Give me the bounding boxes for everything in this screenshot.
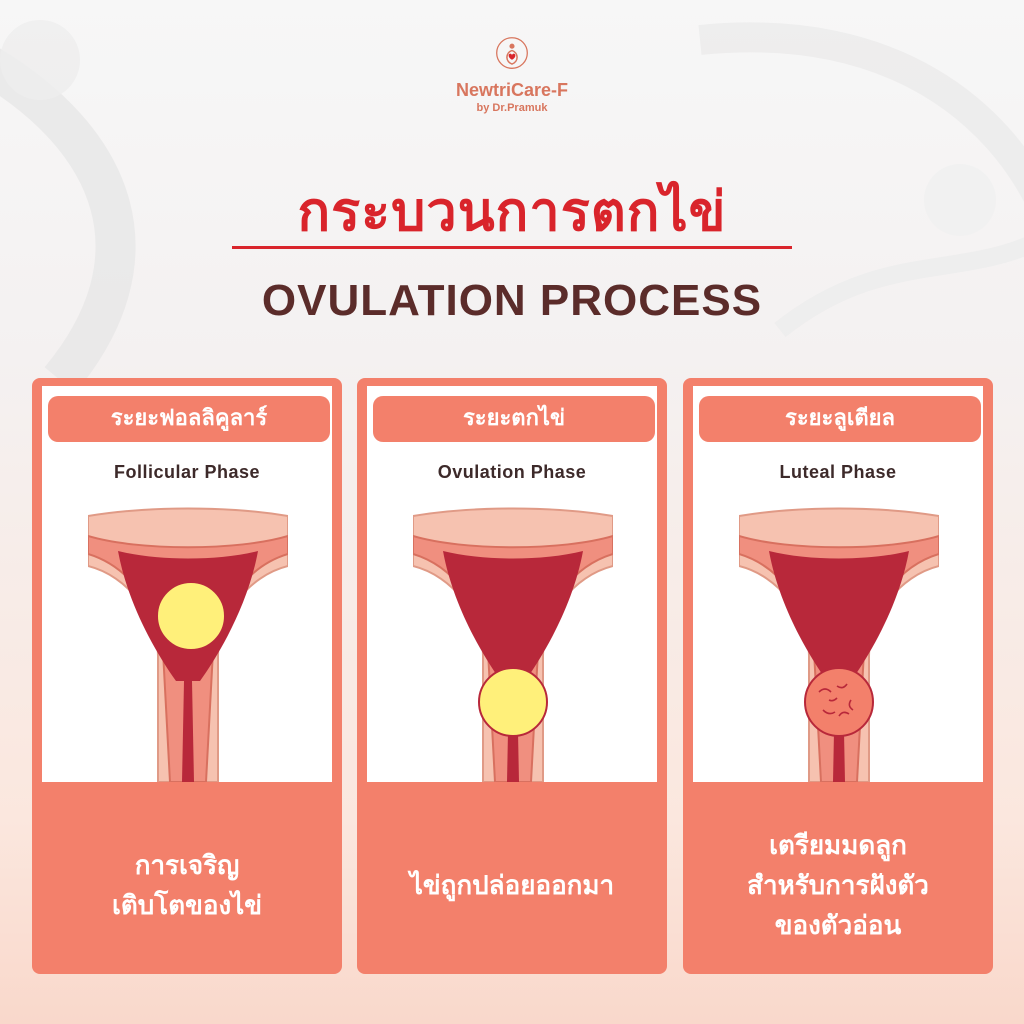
phase-description-text: เตรียมมดลูก สำหรับการฝังตัว ของตัวอ่อน [747,831,929,941]
uterus-illustration [413,507,613,782]
phase-label-english: Luteal Phase [779,462,897,482]
phase-card-panel: ระยะฟอลลิคูลาร์ Follicular Phase [42,386,332,782]
phase-description-text: การเจริญ เติบโตของไข่ [111,851,263,921]
egg-follicle-icon [156,581,226,651]
brand-name: NewtriCare-F [455,80,569,100]
phase-card-ovulation: ระยะตกไข่ Ovulation Phase ไข่ถูกปล่อยออก… [357,378,667,974]
brand-logo-icon [496,37,528,69]
uterus-illustration [88,507,288,782]
phase-card-luteal: ระยะลูเตียล Luteal Phase เตรียมมดลูก สำห… [683,378,993,974]
phase-card-panel: ระยะลูเตียล Luteal Phase [693,386,983,782]
phase-label-english: Ovulation Phase [437,462,587,482]
phase-label-thai: ระยะตกไข่ [373,396,655,442]
title-divider [232,246,792,249]
phase-label-thai: ระยะลูเตียล [699,396,981,442]
phase-description-text: ไข่ถูกปล่อยออกมา [409,871,615,901]
phase-label-english: Follicular Phase [113,462,261,482]
phase-card-panel: ระยะตกไข่ Ovulation Phase [367,386,657,782]
phase-description: เตรียมมดลูก สำหรับการฝังตัว ของตัวอ่อน [683,798,993,974]
brand-header: NewtriCare-F by Dr.Pramuk [0,36,1024,114]
brand-byline: by Dr.Pramuk [476,102,548,114]
page-title-english: OVULATION PROCESS [261,276,763,325]
egg-released-icon [478,667,548,737]
phase-description: การเจริญ เติบโตของไข่ [32,798,342,974]
corpus-luteum-icon [804,667,874,737]
phase-description: ไข่ถูกปล่อยออกมา [357,798,667,974]
page-title-thai: กระบวนการตกไข่ [297,180,727,243]
phase-card-follicular: ระยะฟอลลิคูลาร์ Follicular Phase การเจริ… [32,378,342,974]
uterus-illustration [739,507,939,782]
phase-label-thai: ระยะฟอลลิคูลาร์ [48,396,330,442]
